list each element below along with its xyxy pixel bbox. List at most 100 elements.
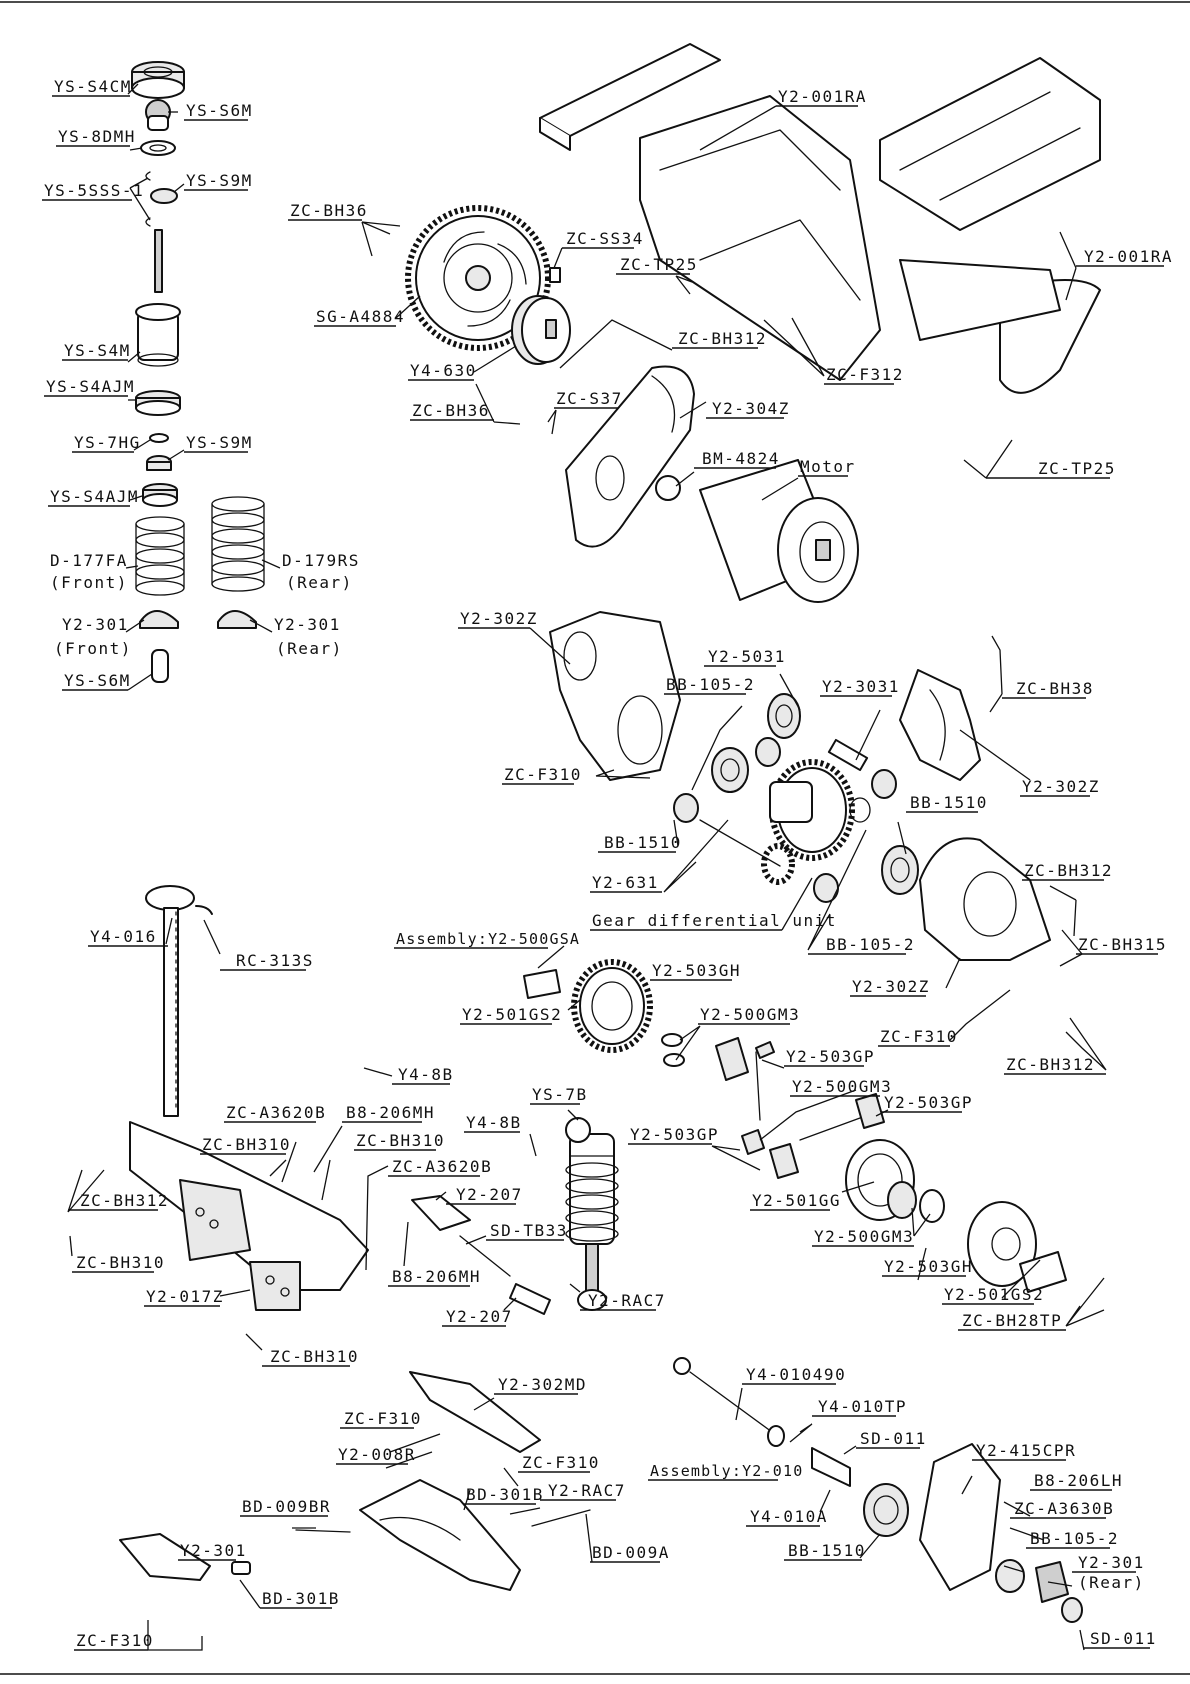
- label-y2-001ra-right: Y2-001RA: [1084, 247, 1173, 266]
- spur-gear: [405, 205, 551, 351]
- label-sg-a4884: SG-A4884: [316, 307, 405, 326]
- label-zc-f310-bottom: ZC-F310: [76, 1631, 154, 1650]
- label-y2-001ra-top: Y2-001RA: [778, 87, 867, 106]
- label-y4-8b-top: Y4-8B: [398, 1065, 454, 1084]
- label-zc-bh312-top: ZC-BH312: [678, 329, 767, 348]
- label-ys-s4m: YS-S4M: [64, 341, 131, 360]
- idler-gear-and-bearings: [673, 693, 919, 903]
- label-zc-bh312-right2: ZC-BH312: [1006, 1055, 1095, 1074]
- label-gear-diff-unit: Gear differential unit: [592, 911, 837, 930]
- label-y2-rac7-bottom: Y2-RAC7: [548, 1481, 626, 1500]
- label-bb-1510-right: BB-1510: [910, 793, 988, 812]
- label-y4-010490: Y4-010490: [746, 1365, 846, 1384]
- gearbox-left-housing: [549, 611, 681, 781]
- label-y2-207-bottom: Y2-207: [446, 1307, 513, 1326]
- label-d-177fa: D-177FA: [50, 551, 128, 570]
- label-y2-301-rear-bottom: Y2-301: [1078, 1553, 1145, 1572]
- label-rc-313s: RC-313S: [236, 951, 314, 970]
- motor-can: [655, 459, 859, 603]
- label-y2-3031: Y2-3031: [822, 677, 900, 696]
- label-b8-206lh: B8-206LH: [1034, 1471, 1123, 1490]
- label-d-179rs-note: (Rear): [286, 573, 353, 592]
- front-bulkhead: [129, 1121, 369, 1311]
- label-bd-009br: BD-009BR: [242, 1497, 331, 1516]
- label-sd-tb33: SD-TB33: [490, 1221, 568, 1240]
- label-assembly-y2-500gsa: Assembly:Y2-500GSA: [396, 930, 580, 948]
- label-y2-500gm3-mid: Y2-500GM3: [792, 1077, 892, 1096]
- label-ys-s6m-top: YS-S6M: [186, 101, 253, 120]
- label-zc-bh315: ZC-BH315: [1078, 935, 1167, 954]
- label-y2-302z-bottom: Y2-302Z: [852, 977, 930, 996]
- label-y4-010a: Y4-010A: [750, 1507, 828, 1526]
- label-y2-301-rear-bottom-note: (Rear): [1078, 1573, 1145, 1592]
- label-y2-301-bottom: Y2-301: [180, 1541, 247, 1560]
- label-d-179rs: D-179RS: [282, 551, 360, 570]
- motor-plate: [565, 365, 695, 548]
- label-y2-301-front-note: (Front): [54, 639, 132, 658]
- label-zc-bh36-top: ZC-BH36: [290, 201, 368, 220]
- drive-shaft-and-hub: [673, 1357, 1083, 1623]
- label-assembly-y2-010: Assembly:Y2-010: [650, 1462, 803, 1480]
- label-bb-105-2-mid: BB-105-2: [826, 935, 915, 954]
- part-labels: YS-S4CM YS-S6M YS-8DMH YS-5SSS-1 YS-S9M …: [42, 77, 1173, 1651]
- label-zc-f310-arm2: ZC-F310: [522, 1453, 600, 1472]
- label-y2-503gh-bottom: Y2-503GH: [884, 1257, 973, 1276]
- label-zc-bh312-left: ZC-BH312: [80, 1191, 169, 1210]
- label-bd-301b-bottom: BD-301B: [262, 1589, 340, 1608]
- label-y2-017z: Y2-017Z: [146, 1287, 224, 1306]
- pinion-shaft: [699, 819, 795, 885]
- suspension-arm: [119, 1371, 591, 1591]
- label-zc-bh310-b: ZC-BH310: [356, 1131, 445, 1150]
- label-zc-a3620b-mid: ZC-A3620B: [392, 1157, 492, 1176]
- label-ys-7hg: YS-7HG: [74, 433, 141, 452]
- label-bd-301b-top: BD-301B: [466, 1485, 544, 1504]
- part-illustrations: [119, 43, 1101, 1623]
- label-zc-f310-right: ZC-F310: [880, 1027, 958, 1046]
- label-y2-631: Y2-631: [592, 873, 659, 892]
- label-bb-105-2-bottom: BB-105-2: [1030, 1529, 1119, 1548]
- label-y2-503gh-top: Y2-503GH: [652, 961, 741, 980]
- label-ys-5sss-1: YS-5SSS-1: [44, 181, 144, 200]
- label-ys-7b: YS-7B: [532, 1085, 588, 1104]
- label-y2-503gp-c: Y2-503GP: [630, 1125, 719, 1144]
- label-ys-s9m-top: YS-S9M: [186, 171, 253, 190]
- label-y2-500gm3-top: Y2-500GM3: [700, 1005, 800, 1024]
- label-y2-301-front: Y2-301: [62, 615, 129, 634]
- label-y2-415cpr: Y2-415CPR: [976, 1441, 1076, 1460]
- label-y2-302z-right: Y2-302Z: [1022, 777, 1100, 796]
- slipper-plate: [511, 267, 571, 365]
- label-zc-a3620b-left: ZC-A3620B: [226, 1103, 326, 1122]
- label-bb-1510-bottom: BB-1510: [788, 1541, 866, 1560]
- label-y2-301-rear: Y2-301: [274, 615, 341, 634]
- gearbox-top-housing: [899, 669, 981, 781]
- label-y2-304z: Y2-304Z: [712, 399, 790, 418]
- label-ys-8dmh: YS-8DMH: [58, 127, 136, 146]
- label-ys-s9m-mid: YS-S9M: [186, 433, 253, 452]
- gearbox-right-housing: [919, 837, 1051, 961]
- label-y2-501gs2-bottom: Y2-501GS2: [944, 1285, 1044, 1304]
- label-y2-008r: Y2-008R: [338, 1445, 416, 1464]
- label-d-177fa-note: (Front): [50, 573, 128, 592]
- label-bm-4824: BM-4824: [702, 449, 780, 468]
- label-zc-tp25-top: ZC-TP25: [620, 255, 698, 274]
- label-zc-f312: ZC-F312: [826, 365, 904, 384]
- label-sd-011-top: SD-011: [860, 1429, 927, 1448]
- label-zc-ss34: ZC-SS34: [566, 229, 644, 248]
- label-motor: Motor: [800, 457, 856, 476]
- leader-lines: [67, 83, 1107, 1651]
- label-ys-s6m-bottom: YS-S6M: [64, 671, 131, 690]
- label-zc-s37: ZC-S37: [556, 389, 623, 408]
- label-y4-630: Y4-630: [410, 361, 477, 380]
- label-zc-bh312-right: ZC-BH312: [1024, 861, 1113, 880]
- label-ys-s4ajm-mid: YS-S4AJM: [50, 487, 139, 506]
- label-y2-503gp-a: Y2-503GP: [786, 1047, 875, 1066]
- label-ys-s4ajm-top: YS-S4AJM: [46, 377, 135, 396]
- label-y4-8b-mid: Y4-8B: [466, 1113, 522, 1132]
- label-y4-016: Y4-016: [90, 927, 157, 946]
- label-ys-s4cm: YS-S4CM: [54, 77, 132, 96]
- gear-diff-assembly: [523, 959, 1067, 1293]
- label-zc-tp25-right: ZC-TP25: [1038, 459, 1116, 478]
- label-zc-bh310-d: ZC-BH310: [270, 1347, 359, 1366]
- label-zc-bh310-a: ZC-BH310: [202, 1135, 291, 1154]
